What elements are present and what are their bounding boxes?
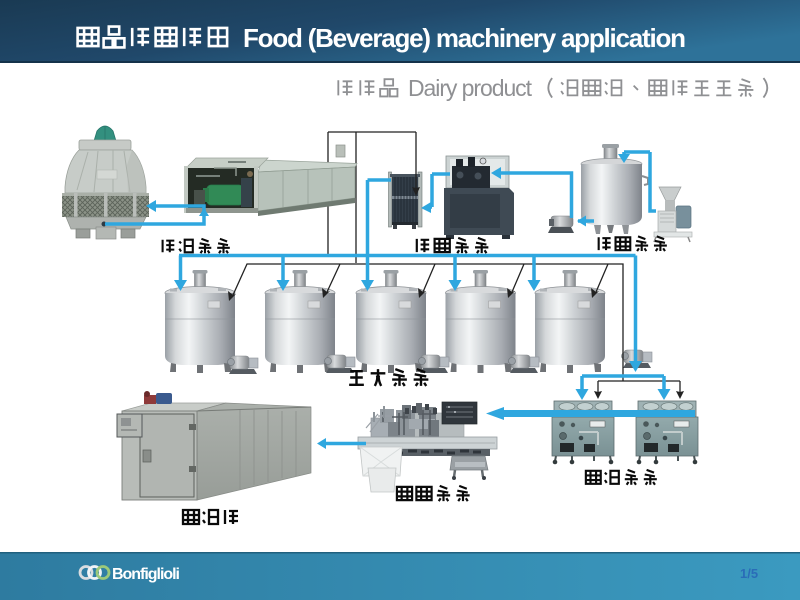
svg-text:Food (Beverage) machinery appl: Food (Beverage) machinery application [243,23,686,53]
svg-text:Bonfiglioli: Bonfiglioli [112,566,180,583]
svg-text:1/5: 1/5 [740,566,758,581]
svg-text:Dairy product: Dairy product [408,75,533,101]
